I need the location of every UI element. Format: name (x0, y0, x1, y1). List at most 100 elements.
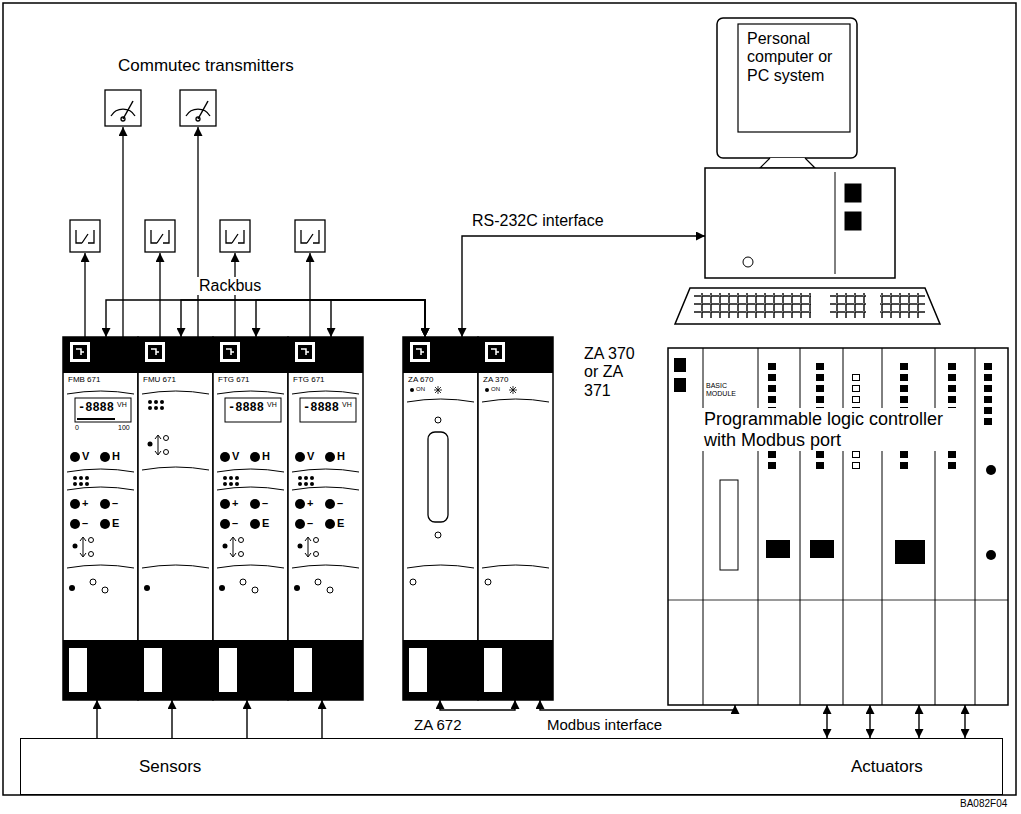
connector (918, 705, 919, 738)
key-label: E (337, 517, 344, 530)
plc: Programmable logic controller with Modbu… (668, 348, 1008, 705)
personal-computer-part (845, 184, 861, 202)
connector (540, 700, 735, 710)
key-label: – (262, 497, 268, 510)
plc-rack (668, 348, 1008, 705)
display-digits: -8888 (303, 402, 339, 416)
key-label: – (112, 497, 118, 510)
transmitter-modules-part (213, 337, 288, 700)
scale-mark: 0 (75, 424, 79, 432)
personal-computer-part (694, 293, 811, 318)
personal-computer-part (743, 257, 753, 267)
connector (106, 300, 425, 337)
key-label: H (262, 450, 270, 463)
personal-computer-part (880, 293, 925, 318)
transmitter-modules-part (138, 337, 213, 700)
transmitter-modules (63, 337, 363, 700)
key-label: V (82, 450, 89, 463)
module-name: BASIC MODULE (706, 382, 750, 398)
transmitter-modules-part (288, 337, 363, 700)
transmitter-module: FTG 671 (288, 337, 363, 700)
field-band-text: Sensors (139, 757, 201, 777)
gateway-module: ZA 670 (403, 337, 478, 700)
scale-mark: 100 (118, 424, 130, 432)
key-label: V (232, 450, 239, 463)
gateway-modules-part (435, 417, 441, 423)
key-label: H (337, 450, 345, 463)
personal-computer-part (835, 172, 836, 274)
transmitter-outputs-part (122, 127, 123, 337)
key-label: – (232, 517, 238, 530)
connector (462, 236, 705, 337)
transmitter-outputs-part (295, 220, 325, 252)
gateway-module-text: ZA 370 (483, 375, 549, 384)
transmitter-module: FMU 671 (138, 337, 213, 700)
personal-computer-part (845, 212, 861, 230)
key-label: E (262, 517, 269, 530)
display-unit: VH (267, 401, 277, 409)
status-label: ON (491, 386, 500, 393)
gateway-modules-part (428, 432, 448, 522)
computer: Personal computer or PC system (705, 18, 895, 280)
gateway-modules-part (403, 337, 478, 700)
plc-rack-part (895, 540, 925, 564)
transmitter-outputs-part (105, 90, 141, 126)
personal-computer-part (675, 288, 940, 324)
transmitter-module-text: FTG 671 (218, 375, 284, 384)
transmitter-outputs-part (84, 253, 85, 337)
plc-rack-part (674, 378, 686, 392)
key-label: – (307, 517, 313, 530)
key-label: + (232, 497, 238, 510)
key-label: + (82, 497, 88, 510)
gateway-modules-part (478, 337, 553, 700)
interface-label: ZA 672 (412, 716, 464, 733)
transmitter-module: FTG 671 (213, 337, 288, 700)
display-digits: -8888 (78, 402, 114, 416)
plc-rack-part (810, 540, 834, 558)
key-label: – (82, 517, 88, 530)
connector (181, 300, 425, 337)
key-label: – (337, 497, 343, 510)
plc-rack-part (674, 358, 686, 372)
field-band: Sensors Actuators (20, 738, 1003, 795)
transmitter-outputs-part (159, 253, 160, 337)
transmitter-module-text: FMB 671 (68, 375, 134, 384)
transmitter-outputs-part (180, 90, 216, 126)
connector (964, 705, 965, 738)
display-digits: -8888 (228, 402, 264, 416)
connector (246, 700, 247, 738)
plc-rack-part (720, 480, 738, 570)
display-unit: VH (342, 401, 352, 409)
transmitter-modules-part (77, 418, 115, 420)
connector (440, 700, 515, 710)
transmitter-outputs-part (197, 127, 198, 337)
field-band-text: Actuators (851, 757, 923, 777)
personal-computer-part (830, 293, 866, 318)
group-title: Commutec transmitters (118, 56, 294, 76)
transmitter-outputs-part (145, 220, 175, 252)
frame (3, 3, 1016, 795)
connector (256, 300, 425, 337)
gateway-module: ZA 370 (478, 337, 553, 700)
transmitter-outputs-part (220, 220, 250, 252)
personal-computer-part (760, 158, 815, 168)
connector (96, 700, 97, 738)
bus-name: Rackbus (196, 277, 264, 295)
plc-rack-part (986, 465, 996, 475)
interface-label: RS-232C interface (470, 212, 606, 230)
connector (869, 705, 870, 738)
key-label: + (307, 497, 313, 510)
personal-computer (675, 18, 940, 324)
connector (331, 300, 425, 337)
computer-text: Personal computer or PC system (747, 30, 847, 85)
gateway-module-text: ZA 670 (408, 375, 474, 384)
plc-rack-part (703, 348, 975, 705)
key-label: H (112, 450, 120, 463)
transmitter-outputs-part (70, 220, 100, 252)
personal-computer-part (738, 24, 850, 132)
key-label: E (112, 517, 119, 530)
plc-text: Programmable logic controller with Modbu… (702, 408, 962, 451)
